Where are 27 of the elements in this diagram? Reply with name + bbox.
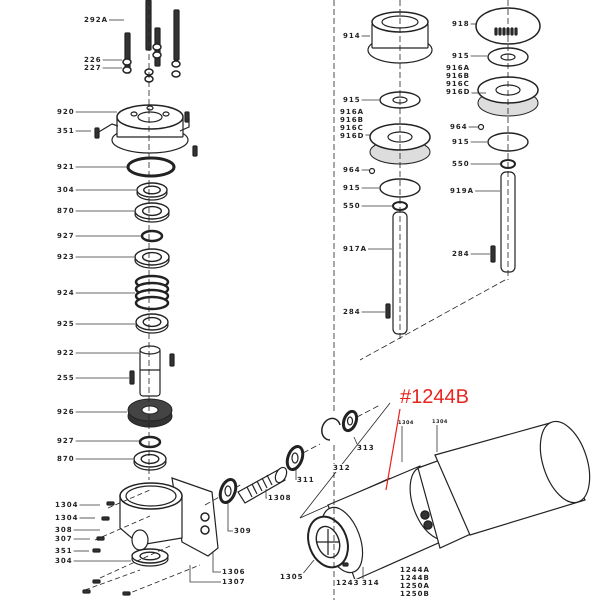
leader-line — [73, 560, 132, 562]
leader-line — [368, 248, 392, 250]
leader-line — [75, 458, 134, 460]
leader-line — [474, 190, 500, 192]
leader-line — [266, 488, 268, 498]
leader-line — [75, 210, 134, 212]
leader-line — [212, 552, 222, 572]
leader-line — [73, 538, 90, 540]
leader-line — [75, 130, 92, 132]
leader-line — [73, 550, 90, 552]
leader-line — [228, 502, 234, 532]
leader-line — [365, 134, 370, 136]
leader-line — [436, 424, 438, 452]
leader-line — [75, 256, 134, 258]
callout-number: #1244B — [400, 385, 469, 409]
leader-line — [471, 92, 486, 94]
leader-line — [385, 408, 401, 490]
leader-line — [79, 504, 100, 506]
leader-line — [303, 560, 314, 574]
leader-line — [362, 566, 364, 580]
leader-line — [190, 564, 222, 582]
leader-line — [468, 126, 478, 128]
leader-line — [75, 352, 140, 354]
leader-line — [75, 440, 140, 442]
leader-line — [75, 166, 128, 168]
leader-line — [354, 436, 358, 444]
leader-line — [75, 292, 136, 294]
